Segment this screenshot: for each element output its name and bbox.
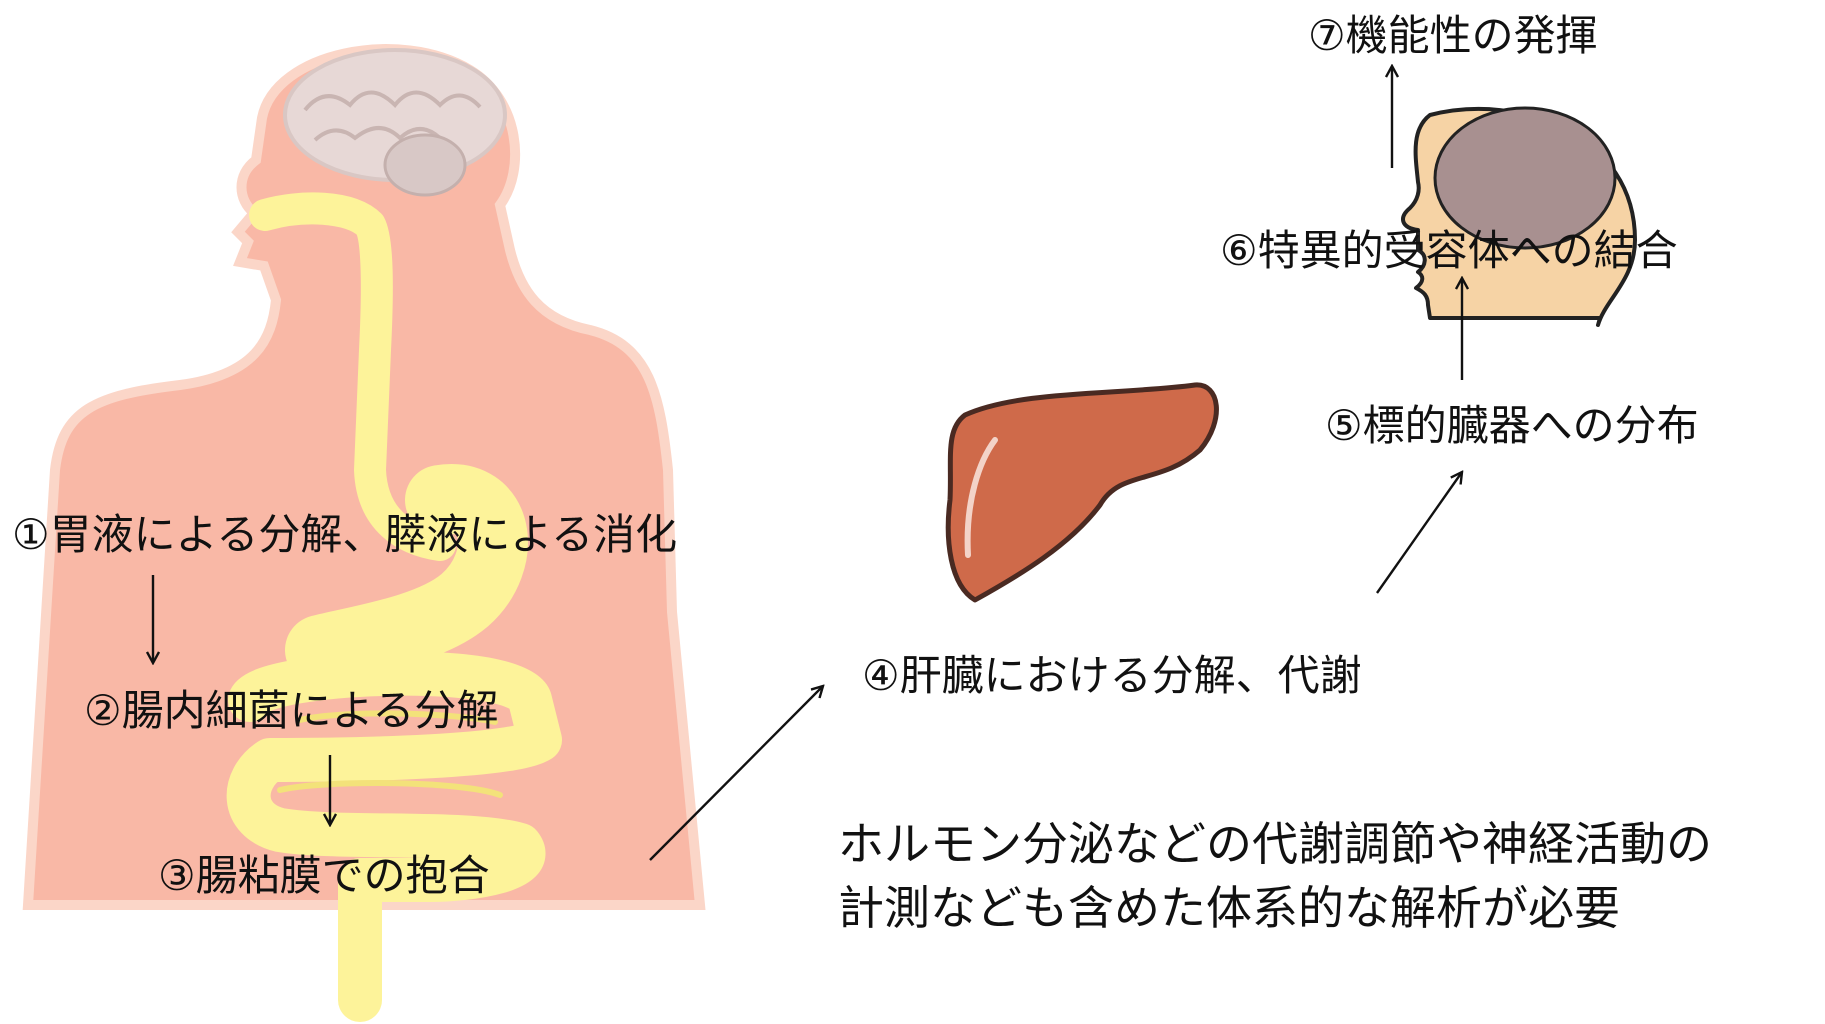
step-5-label: ⑤標的臓器への分布 [1325, 405, 1699, 447]
arrow-4-to-5 [1377, 472, 1462, 593]
conclusion-note: ホルモン分泌などの代謝調節や神経活動の 計測なども含めた体系的な解析が必要 [838, 812, 1712, 940]
step-4-label: ④肝臓における分解、代謝 [862, 655, 1362, 697]
conclusion-line-2: 計測なども含めた体系的な解析が必要 [838, 876, 1712, 940]
liver-icon [948, 385, 1216, 600]
step-7-label: ⑦機能性の発揮 [1308, 15, 1598, 57]
step-6-label: ⑥特異的受容体への結合 [1220, 230, 1678, 272]
step-2-label: ②腸内細菌による分解 [84, 690, 498, 732]
conclusion-line-1: ホルモン分泌などの代謝調節や神経活動の [838, 812, 1712, 876]
head-profile-icon [1403, 108, 1635, 325]
step-1-label: ①胃液による分解、膵液による消化 [12, 514, 677, 556]
step-3-label: ③腸粘膜での抱合 [158, 855, 490, 897]
